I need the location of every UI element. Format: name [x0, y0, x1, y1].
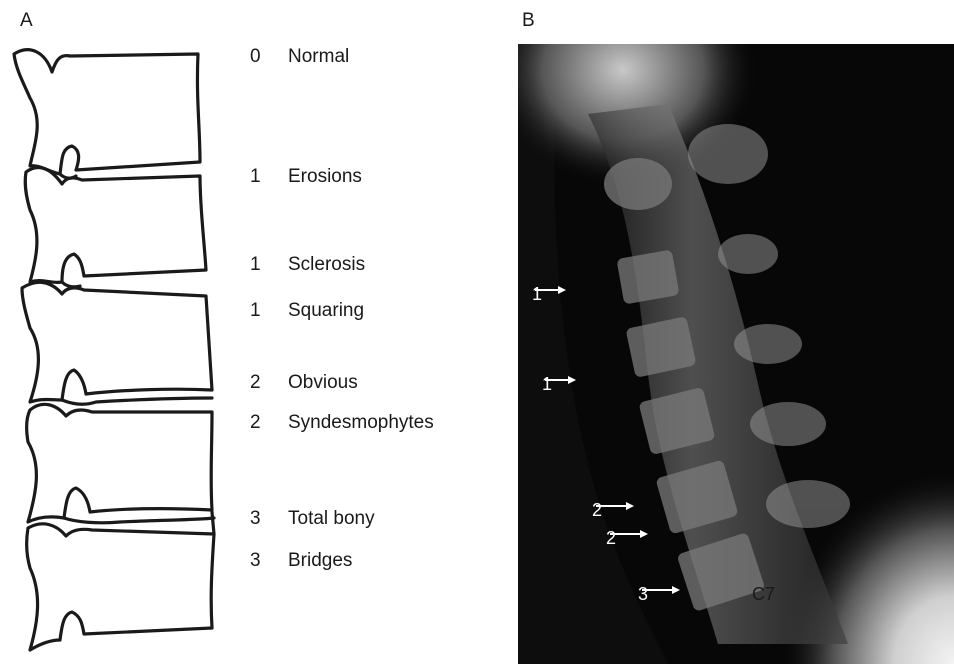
xray-annotation-1a: 1: [532, 284, 542, 305]
right-arrow-icon: [592, 500, 636, 512]
grade-label: Bridges: [288, 550, 352, 572]
xray-annotation-1b: 1: [542, 374, 552, 395]
grade-row-total-bony: 3Total bony: [250, 508, 375, 530]
grade-row-erosions: 1Erosions: [250, 166, 362, 188]
grade-score: 3: [250, 508, 288, 530]
joint-line-2: [62, 282, 80, 287]
grade-row-sclerosis: 1Sclerosis: [250, 254, 365, 276]
grade-row-normal: 0Normal: [250, 46, 349, 68]
radiograph-image: [518, 44, 954, 664]
grade-label: Normal: [288, 46, 349, 68]
right-arrow-icon: [542, 374, 578, 386]
joint-line-4: [64, 518, 214, 523]
grade-label: Squaring: [288, 300, 364, 322]
bony-bridge-line: [212, 512, 214, 534]
grade-score: 0: [250, 46, 288, 68]
grade-score: 2: [250, 372, 288, 394]
vertebra-drawing-3: [22, 282, 212, 402]
grade-row-syndesmophytes: 2Syndesmophytes: [250, 412, 434, 434]
grade-label: Erosions: [288, 166, 362, 188]
cervical-spine-radiograph: 1 1 2 2 3 C7: [518, 44, 954, 664]
joint-line-3: [62, 398, 212, 404]
vertebrae-line-drawing: [0, 38, 240, 664]
vertebra-drawing-4: [27, 404, 212, 522]
grade-row-obvious: 2Obvious: [250, 372, 358, 394]
vertebra-drawing-2: [25, 168, 206, 283]
panel-b-letter: B: [522, 10, 535, 32]
grade-label: Obvious: [288, 372, 358, 394]
grade-score: 1: [250, 254, 288, 276]
right-arrow-icon: [638, 584, 682, 596]
grade-score: 3: [250, 550, 288, 572]
right-arrow-icon: [532, 284, 568, 296]
grade-row-bridges: 3Bridges: [250, 550, 352, 572]
panel-a-letter: A: [20, 10, 33, 32]
grade-score: 1: [250, 166, 288, 188]
grade-score: 1: [250, 300, 288, 322]
joint-line-1: [60, 174, 76, 178]
vertebra-drawing-5: [27, 524, 214, 650]
xray-annotation-2b: 2: [606, 528, 616, 549]
grade-label: Sclerosis: [288, 254, 365, 276]
grade-score: 2: [250, 412, 288, 434]
grade-row-squaring: 1Squaring: [250, 300, 364, 322]
vertebra-drawing-1: [14, 50, 200, 174]
xray-annotation-3: 3: [638, 584, 648, 605]
xray-annotation-2a: 2: [592, 500, 602, 521]
c7-vertebra-label: C7: [752, 584, 775, 605]
grade-label: Syndesmophytes: [288, 412, 434, 434]
grade-label: Total bony: [288, 508, 375, 530]
right-arrow-icon: [606, 528, 650, 540]
